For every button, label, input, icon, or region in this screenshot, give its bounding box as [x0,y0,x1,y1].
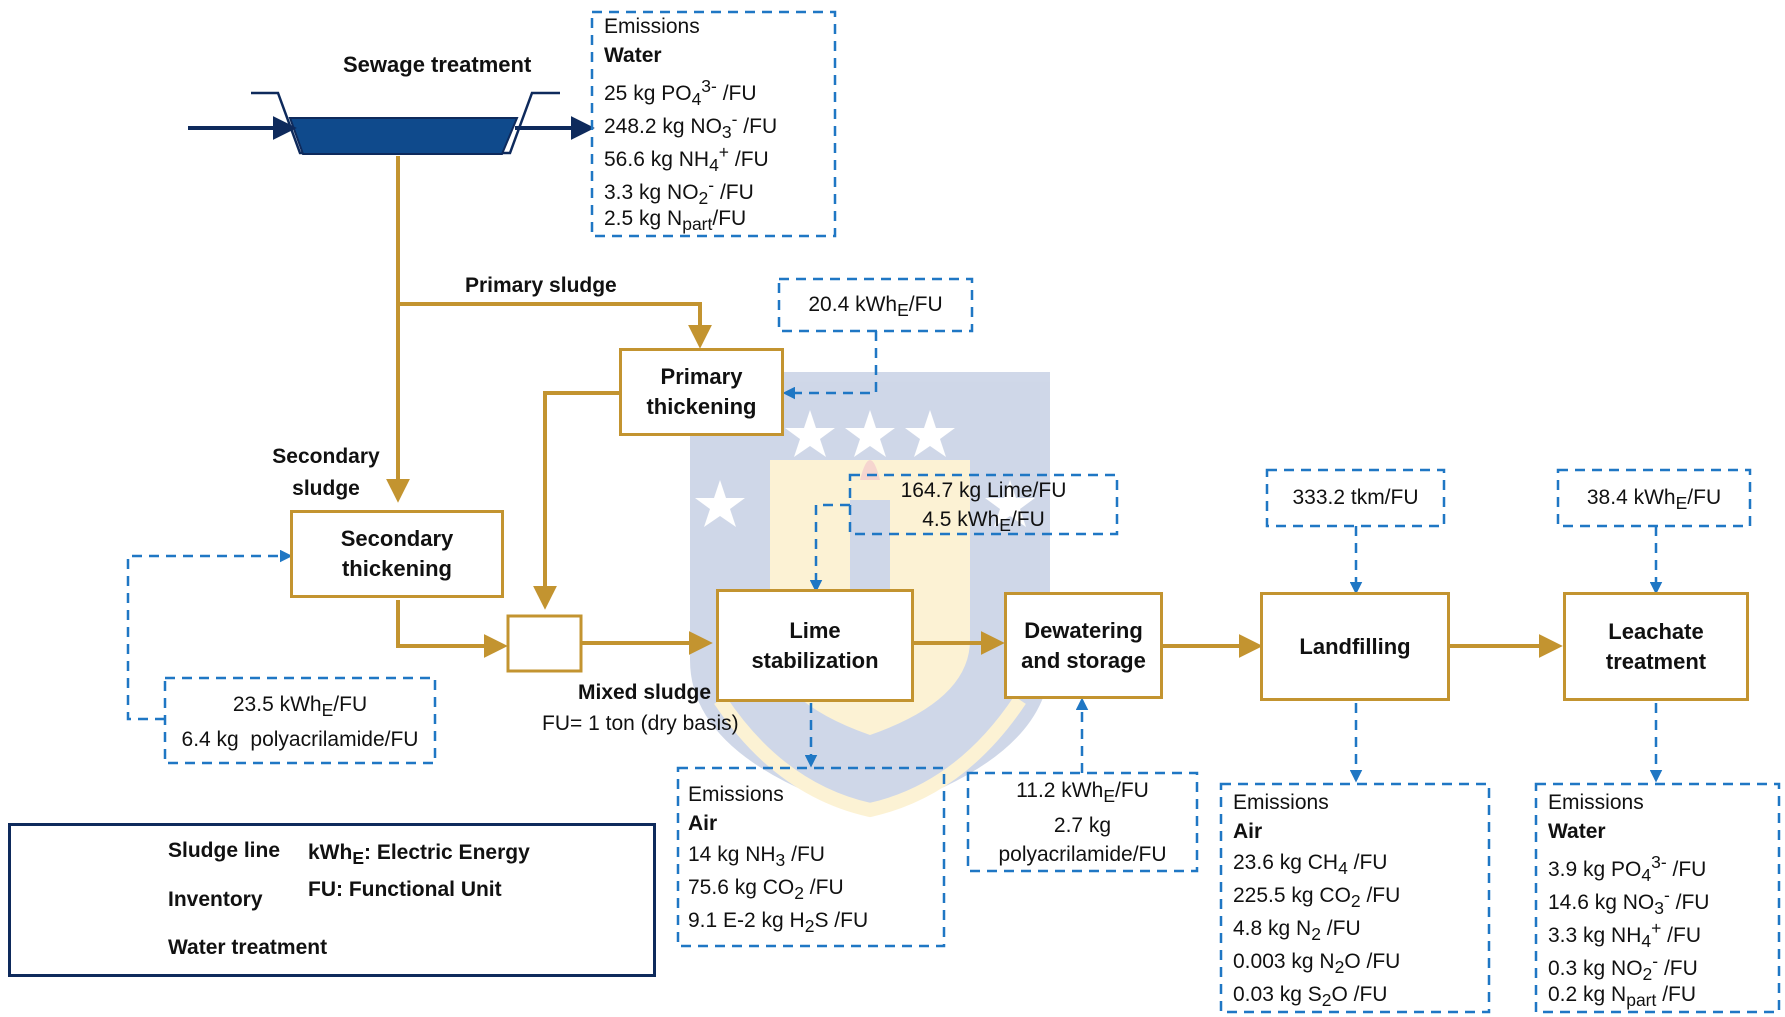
process-lime-stabilization-line1: Lime [789,617,841,643]
inventory-dewatering-item: polyacrilamide/FU [998,843,1167,867]
inventory-primary: 20.4 kWhE/FU [779,290,972,325]
inventory-primary-energy: 20.4 kWhE/FU [808,293,943,321]
process-primary-thickening-line1: Primary [660,364,743,389]
primary-sludge-label: Primary sludge [465,274,617,297]
inventory-lime-energy: 4.5 kWhE/FU [922,508,1045,536]
inventory-arrow-primary [782,331,878,400]
emissions-landfill-item: 23.6 kg CH4 /FU [1233,851,1388,879]
sludge-line-secondary-to-mix [396,600,508,658]
emissions-box-lime [676,766,946,948]
emissions-landfill-item: 4.8 kg N2 /FU [1233,917,1361,945]
emissions-sewage-heading: Emissions [604,15,700,38]
emissions-leachate-item: 3.9 kg PO43- /FU [1548,852,1707,886]
mixer-box [506,614,583,673]
legend [8,823,656,977]
legend-inventory-label: Inventory [168,888,263,911]
inventory-dewatering-item: 2.7 kg [1053,814,1112,838]
secondary-sludge-label-line1: Secondary [272,445,380,468]
inventory-box-lime [848,473,1119,536]
emissions-sewage-item: 248.2 kg NO3- /FU [604,109,778,143]
process-leachate-line1: Leachate [1608,618,1704,644]
sewage-treatment-title: Sewage treatment [343,52,532,77]
sludge-line-primary [398,302,712,349]
emissions-lime-item: 75.6 kg CO2 /FU [688,876,844,904]
process-secondary-thickening: Secondary thickening [290,510,504,598]
emissions-leachate-item: 0.2 kg Npart /FU [1548,983,1697,1011]
inventory-lime-item: 164.7 kg Lime/FU [900,479,1067,502]
inventory-landfill: 333.2 tkm/FU [1267,483,1444,512]
process-secondary-thickening-line2: thickening [341,556,452,581]
process-primary-thickening-line2: thickening [646,394,757,419]
inventory-secondary-energy: 23.5 kWhE/FU [232,693,368,721]
inventory-secondary-item: 6.4 kg polyacrilamide/FU [181,728,419,752]
inventory-box-secondary [163,676,437,765]
mixed-sludge-label: Mixed sludge [578,681,712,704]
secondary-sludge-label: Secondary sludge [268,441,384,505]
process-landfilling-label: Landfilling [1299,633,1411,659]
emissions-sewage-item: 25 kg PO43- /FU [604,76,757,110]
process-lime-stabilization: Lime stabilization [716,589,914,702]
emissions-lime-item: 9.1 E-2 kg H2S /FU [688,909,869,937]
inventory-leachate-energy: 38.4 kWhE/FU [1586,486,1722,514]
inventory-leachate: 38.4 kWhE/FU [1558,483,1750,518]
legend-fu-definition: FU: Functional Unit [308,878,502,901]
secondary-sludge-label-line2: sludge [292,477,360,500]
emissions-landfill-item: 0.003 kg N2O /FU [1233,950,1401,978]
emissions-sewage-item: 2.5 kg Npart/FU [604,207,747,235]
process-dewatering-line1: Dewatering [1024,617,1143,643]
emissions-leachate-item: 3.3 kg NH4+ /FU [1548,918,1702,952]
emissions-sewage-item: 56.6 kg NH4+ /FU [604,142,769,176]
emissions-landfill-item: 225.5 kg CO2 /FU [1233,884,1401,912]
emissions-box-landfill [1219,782,1491,1014]
emissions-sewage-category: Water [604,44,662,67]
emissions-landfill-category: Air [1233,820,1263,843]
process-dewatering-storage: Dewatering and storage [1004,592,1163,699]
process-primary-thickening: Primary thickening [619,348,784,436]
emissions-leachate-category: Water [1548,820,1606,843]
inventory-box-leachate [1556,468,1752,528]
emissions-leachate-item: 14.6 kg NO3- /FU [1548,885,1710,919]
emissions-landfill-item: 0.03 kg S2O /FU [1233,983,1388,1011]
inventory-box-dewatering [966,771,1199,873]
process-lime-stabilization-line2: stabilization [751,647,879,673]
inventory-arrow-lime [809,503,850,593]
emissions-box-sewage [590,10,837,238]
emissions-leachate: Emissions Water 3.9 kg PO43- /FU 14.6 kg… [1548,788,1709,1011]
emissions-leachate-item: 0.3 kg NO2- /FU [1548,951,1698,985]
sludge-line-primary-to-mix [533,391,620,610]
inventory-dewatering: 11.2 kWhE/FU 2.7 kg polyacrilamide/FU [968,776,1197,869]
legend-sludge-line-label: Sludge line [168,839,281,862]
emissions-sewage: Emissions Water 25 kg PO43- /FU 248.2 kg… [604,12,777,235]
emissions-sewage-item: 3.3 kg NO2- /FU [604,175,754,209]
emissions-landfill-heading: Emissions [1233,791,1329,814]
process-leachate-treatment: Leachate treatment [1563,592,1749,701]
emissions-landfill: Emissions Air 23.6 kg CH4 /FU 225.5 kg C… [1233,788,1400,1011]
emissions-lime: Emissions Air 14 kg NH3 /FU 75.6 kg CO2 … [688,780,868,937]
inventory-box-landfill [1265,468,1446,528]
process-dewatering-line2: and storage [1021,647,1146,673]
process-leachate-line2: treatment [1605,648,1707,674]
legend-kwh-definition: kWhE: Electric Energy [308,841,530,869]
emissions-leachate-heading: Emissions [1548,791,1644,814]
legend-water-treatment-label: Water treatment [168,936,328,959]
inventory-landfill-item: 333.2 tkm/FU [1292,486,1419,509]
inventory-dewatering-energy: 11.2 kWhE/FU [1016,779,1149,807]
inventory-secondary: 23.5 kWhE/FU 6.4 kg polyacrilamide/FU [165,690,435,754]
emissions-lime-item: 14 kg NH3 /FU [688,843,825,871]
process-secondary-thickening-line1: Secondary [340,526,454,551]
emissions-box-leachate [1534,782,1781,1014]
functional-unit-label: FU= 1 ton (dry basis) [542,712,739,735]
inventory-lime: 164.7 kg Lime/FU 4.5 kWhE/FU [850,476,1117,540]
clarifier-tank-icon [251,91,560,155]
emissions-lime-heading: Emissions [688,783,784,806]
inventory-arrow-secondary [126,549,293,721]
emissions-lime-category: Air [688,812,718,835]
process-landfilling: Landfilling [1260,592,1450,701]
